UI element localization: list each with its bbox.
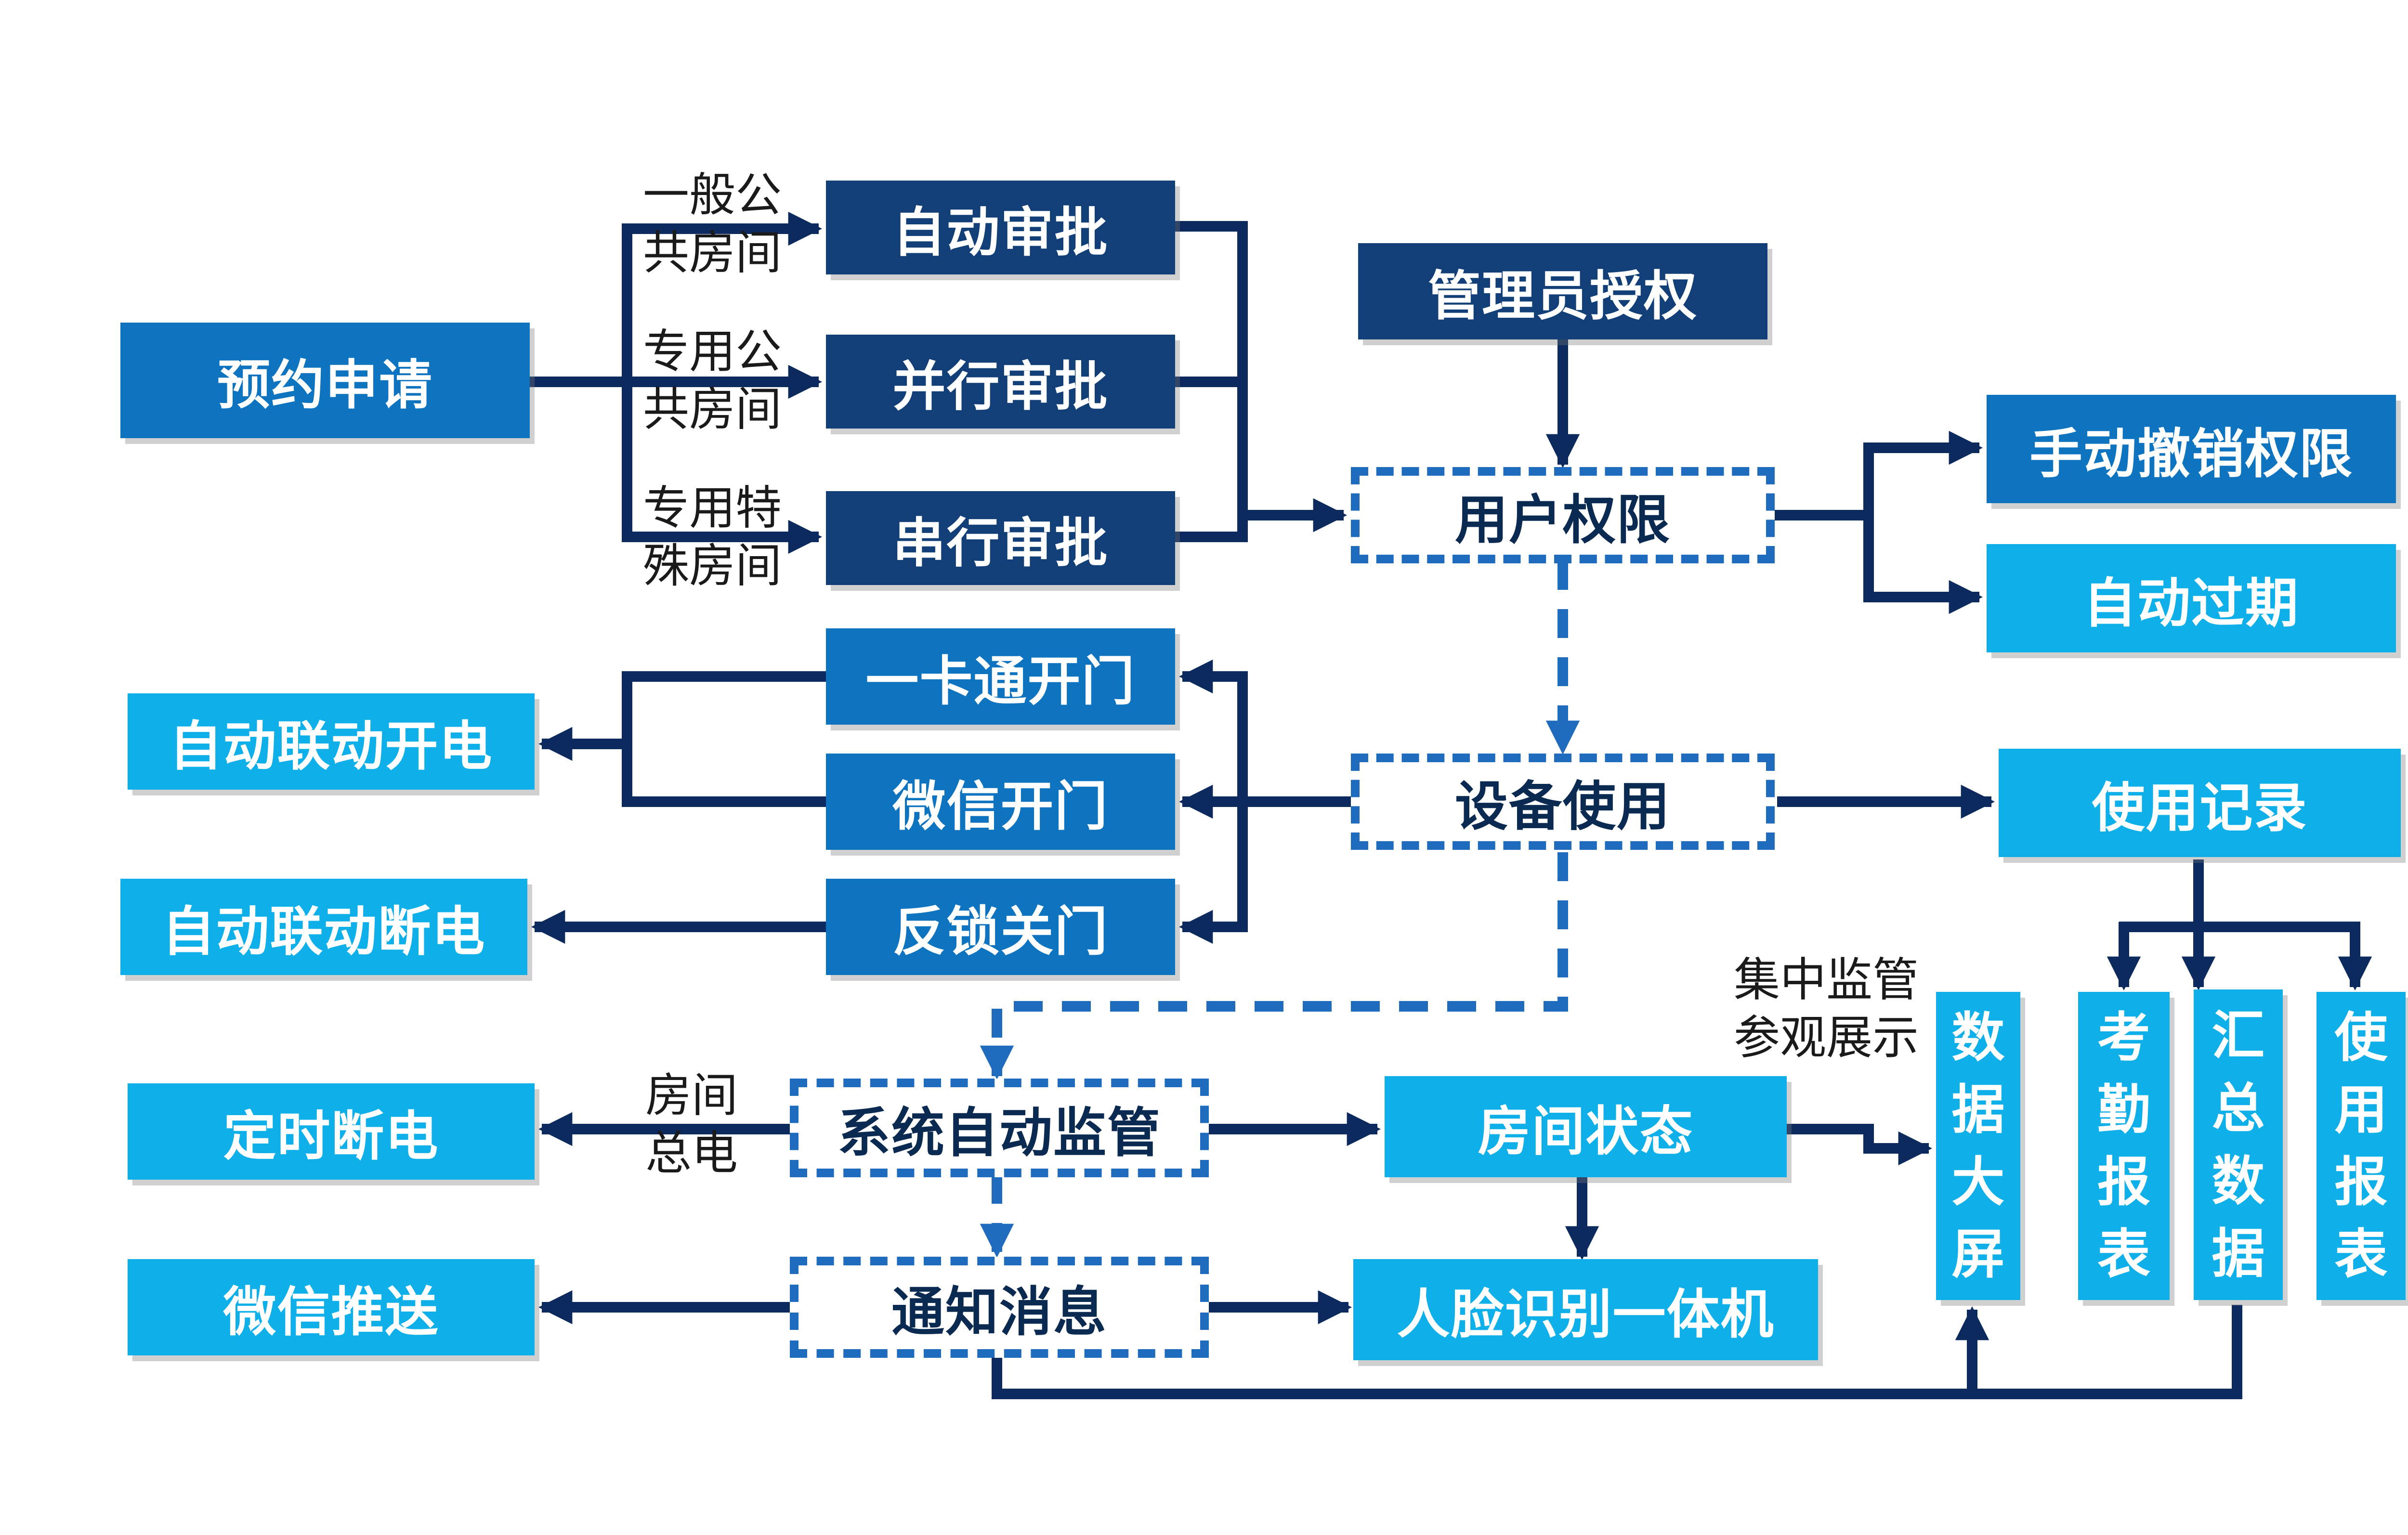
lock-close-box: 反锁关门 (826, 879, 1175, 975)
line-permission-to-revoke (1772, 430, 1983, 520)
reservation-box: 预约申请 (120, 323, 530, 438)
line-record-to-reports (2124, 859, 2204, 932)
wechat-open-label: 微信开门 (892, 776, 1109, 837)
line-device-to-lock (1178, 802, 1248, 944)
card-open-box: 一卡通开门 (826, 628, 1175, 725)
auto-power-on-label: 自动联动开电 (169, 715, 493, 777)
parallel-approval-label: 并行审批 (892, 355, 1109, 417)
usage-report-box: 使 用 报 表 (2316, 992, 2406, 1300)
line-permission-to-expire (1863, 515, 1983, 614)
central-display-line1: 集中监管 (1734, 953, 1919, 1007)
device-use-label: 设备使用 (1455, 776, 1671, 837)
dashed-device-to-monitor (980, 852, 1568, 1080)
line-to-usage-report (2119, 922, 2372, 991)
attendance-char-4: 表 (2097, 1223, 2150, 1285)
central-display-label: 集中监管 参观展示 (1734, 951, 1919, 1067)
user-permission-label: 用户权限 (1455, 489, 1671, 551)
route-label-dedicated-public: 专用公 共房间 (643, 323, 782, 438)
route-label-general-line2: 共房间 (643, 226, 782, 280)
room-master-line1: 房间 (645, 1068, 738, 1122)
big-screen-box: 数 据 大 屏 (1936, 992, 2020, 1300)
summary-char-4: 据 (2212, 1223, 2265, 1285)
route-label-dedicated-special: 专用特 殊房间 (643, 479, 782, 595)
line-reservation-to-serial (622, 382, 823, 554)
auto-expire-label: 自动过期 (2083, 572, 2299, 634)
line-status-to-screen (1787, 1124, 1933, 1166)
notification-label: 通知消息 (891, 1281, 1107, 1343)
usage-report-char-3: 报 (2334, 1151, 2388, 1213)
line-door-to-power-on (622, 671, 826, 807)
room-status-label: 房间状态 (1478, 1101, 1694, 1162)
manual-revoke-box: 手动撤销权限 (1987, 395, 2396, 503)
admin-auth-box: 管理员授权 (1358, 243, 1767, 339)
admin-auth-label: 管理员授权 (1428, 265, 1698, 327)
attendance-char-2: 勤 (2097, 1079, 2150, 1141)
parallel-approval-box: 并行审批 (826, 335, 1175, 429)
auto-expire-box: 自动过期 (1987, 544, 2396, 652)
auto-approval-box: 自动审批 (826, 181, 1175, 274)
attendance-char-1: 考 (2097, 1007, 2150, 1068)
route-label-general-line1: 一般公 (643, 168, 782, 222)
auto-power-on-box: 自动联动开电 (128, 693, 535, 790)
auto-power-off-box: 自动联动断电 (120, 879, 527, 975)
timed-power-off-label: 定时断电 (223, 1106, 439, 1167)
line-bottom-loop (992, 1305, 2242, 1399)
route-label-dedicated-special-line1: 专用特 (643, 481, 782, 535)
big-screen-char-4: 屏 (1951, 1223, 2005, 1285)
big-screen-char-3: 大 (1951, 1151, 2005, 1213)
wechat-push-label: 微信推送 (223, 1281, 439, 1343)
route-label-dedicated-public-line1: 专用公 (643, 325, 782, 378)
route-label-general: 一般公 共房间 (643, 166, 782, 282)
summary-char-1: 汇 (2212, 1005, 2265, 1067)
line-device-to-card-open (1178, 659, 1248, 802)
room-master-label: 房间 总电 (645, 1067, 738, 1182)
usage-record-box: 使用记录 (1999, 749, 2401, 857)
wechat-push-box: 微信推送 (128, 1259, 535, 1355)
face-terminal-label: 人脸识别一体机 (1397, 1284, 1775, 1345)
attendance-report-box: 考 勤 报 表 (2078, 992, 2170, 1300)
summary-char-3: 数 (2212, 1150, 2265, 1212)
route-label-dedicated-special-line2: 殊房间 (643, 539, 782, 593)
usage-record-label: 使用记录 (2092, 777, 2308, 839)
auto-power-off-label: 自动联动断电 (162, 901, 486, 963)
face-terminal-box: 人脸识别一体机 (1353, 1259, 1818, 1360)
notification-box: 通知消息 (790, 1257, 1209, 1358)
lock-close-label: 反锁关门 (892, 901, 1109, 963)
system-monitor-label: 系统自动监管 (838, 1102, 1161, 1164)
timed-power-off-box: 定时断电 (128, 1083, 535, 1180)
line-reservation-to-auto (530, 211, 823, 387)
reservation-label: 预约申请 (217, 354, 433, 416)
usage-report-char-1: 使 (2334, 1007, 2388, 1068)
usage-report-char-4: 表 (2334, 1223, 2388, 1285)
usage-report-char-2: 用 (2334, 1079, 2388, 1141)
manual-revoke-label: 手动撤销权限 (2029, 423, 2353, 485)
summary-char-2: 总 (2212, 1078, 2265, 1139)
serial-approval-label: 串行审批 (892, 512, 1109, 574)
room-status-box: 房间状态 (1385, 1076, 1787, 1177)
route-label-dedicated-public-line2: 共房间 (643, 382, 782, 436)
auto-approval-label: 自动审批 (892, 201, 1109, 263)
big-screen-char-2: 据 (1951, 1079, 2005, 1141)
system-monitor-box: 系统自动监管 (790, 1079, 1209, 1177)
central-display-line2: 参观展示 (1734, 1011, 1919, 1065)
card-open-label: 一卡通开门 (865, 650, 1136, 712)
device-use-box: 设备使用 (1351, 754, 1775, 850)
summary-data-box: 汇 总 数 据 (2194, 989, 2283, 1300)
attendance-char-3: 报 (2097, 1151, 2150, 1213)
big-screen-char-1: 数 (1951, 1007, 2005, 1068)
room-master-line2: 总电 (645, 1126, 738, 1180)
user-permission-box: 用户权限 (1351, 467, 1775, 563)
serial-approval-box: 串行审批 (826, 491, 1175, 585)
wechat-open-box: 微信开门 (826, 754, 1175, 850)
